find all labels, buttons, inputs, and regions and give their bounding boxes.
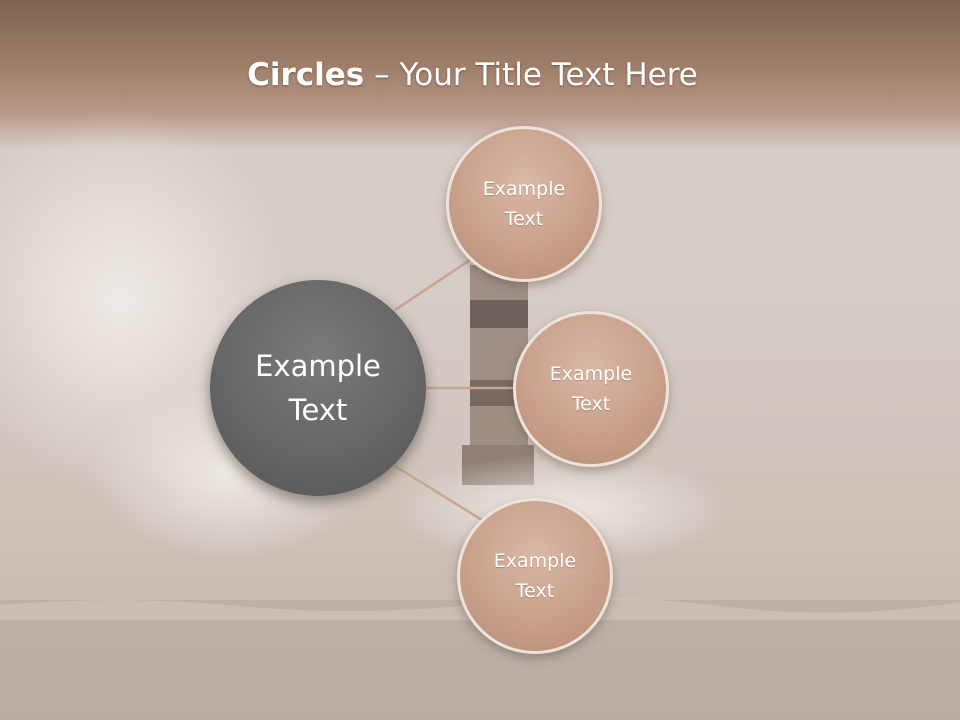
title-bold: Circles [247, 57, 365, 93]
center-line-2: Text [288, 393, 348, 427]
satellite-bottom-line-1: Example [493, 550, 577, 572]
satellite-circle-top[interactable]: Example Text [446, 126, 602, 282]
satellite-circle-bottom[interactable]: Example Text [457, 498, 613, 654]
page-title: Circles – Your Title Text Here [0, 52, 945, 98]
satellite-bottom-line-2: Text [515, 580, 555, 602]
satellite-middle-line-1: Example [549, 363, 633, 385]
connector-line [394, 464, 483, 522]
satellite-middle-line-2: Text [571, 393, 611, 415]
title-rest: – Your Title Text Here [364, 57, 698, 93]
satellite-top-line-1: Example [482, 178, 566, 200]
center-circle[interactable]: Example Text [210, 280, 426, 496]
satellite-top-line-2: Text [504, 208, 544, 230]
center-line-1: Example [255, 349, 381, 383]
connector-line [394, 258, 471, 312]
satellite-circle-middle[interactable]: Example Text [513, 311, 669, 467]
